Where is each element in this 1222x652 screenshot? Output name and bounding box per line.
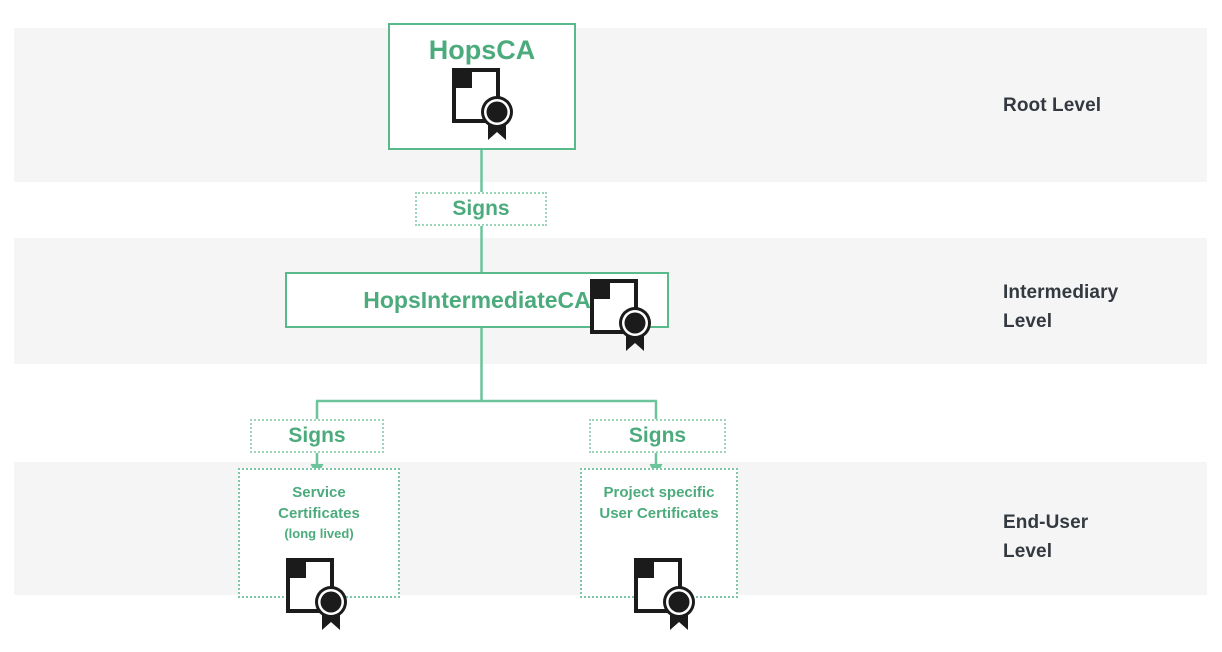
edge-label-signs-intermediate-service: Signs (250, 419, 384, 453)
edge-label-signs-root-intermediate: Signs (415, 192, 547, 226)
edge-label-signs-intermediate-user: Signs (589, 419, 726, 453)
certificate-icon (286, 558, 347, 630)
node-user-certificates-title: Project specific User Certificates (599, 484, 719, 522)
node-hopsca-title: HopsCA (428, 35, 536, 65)
node-service-certificates-subtitle: (long lived) (284, 526, 354, 541)
certificate-icon (452, 68, 513, 140)
level-band-root (14, 28, 1207, 182)
node-service-certificates-title: Service Certificates (278, 484, 360, 522)
node-hopsintermediateca-title: HopsIntermediateCA (363, 287, 591, 313)
level-label-intermediary: Intermediary Level (1003, 282, 1119, 332)
level-label-root: Root Level (1003, 95, 1102, 116)
level-label-enduser: End-User Level (1003, 512, 1089, 562)
certificate-icon (634, 558, 695, 630)
certificate-icon (590, 279, 651, 351)
